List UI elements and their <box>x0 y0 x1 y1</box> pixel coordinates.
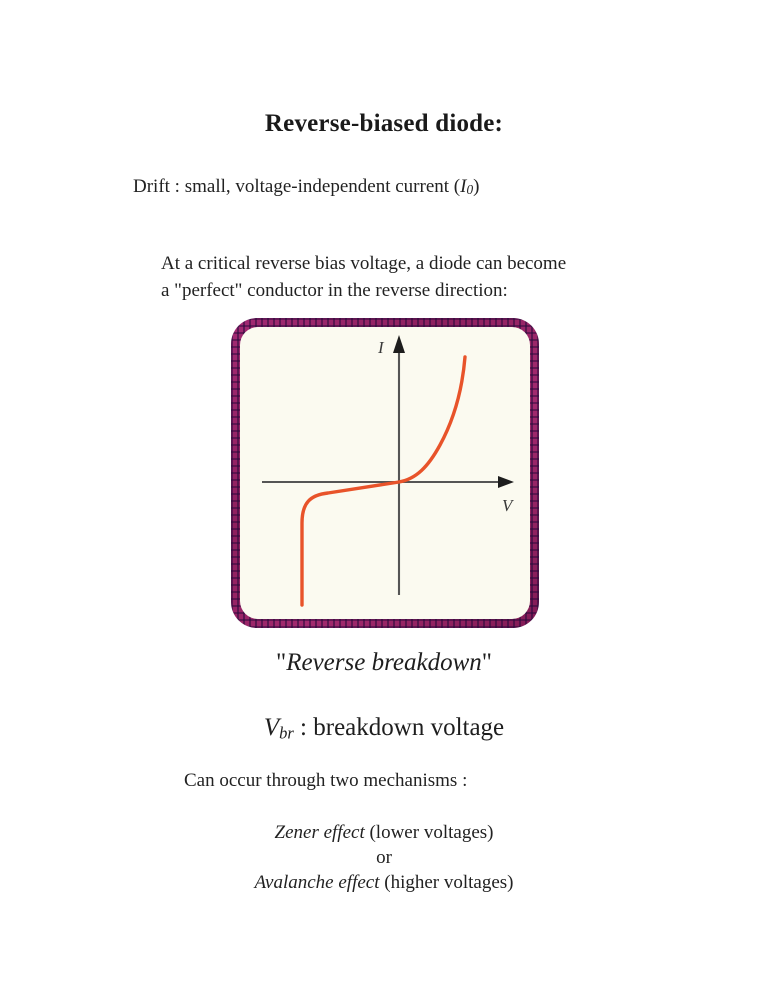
page-title: Reverse-biased diode: <box>264 110 504 137</box>
figure-caption: "Reverse breakdown" <box>0 649 768 677</box>
drift-prefix: Drift : small, voltage-independent curre… <box>133 176 461 197</box>
mechanisms-list: Zener effect (lower voltages) or Avalanc… <box>0 820 768 895</box>
mechanism-name-zener: Zener effect <box>274 822 365 843</box>
vbr-symbol: Vbr <box>263 714 294 743</box>
drift-symbol: I <box>460 176 467 197</box>
figure-canvas: I V <box>240 327 530 619</box>
caption-open-quote: " <box>276 649 287 676</box>
mechanism-note-avalanche: (higher voltages) <box>379 872 514 893</box>
diode-iv-figure: I V <box>231 318 539 628</box>
mechanism-conjunction: or <box>376 847 392 868</box>
i-axis-arrowhead <box>393 335 405 353</box>
v-axis-arrowhead <box>498 476 514 488</box>
mechanisms-intro: Can occur through two mechanisms : <box>184 770 468 791</box>
intro-line-1: At a critical reverse bias voltage, a di… <box>161 253 567 274</box>
vbr-definition: Vbr : breakdown voltage <box>0 714 768 743</box>
diode-iv-curve <box>300 355 467 607</box>
vbr-definition-text: : breakdown voltage <box>293 714 505 741</box>
vbr-symbol-letter: V <box>263 714 280 741</box>
iv-characteristic-plot: I V <box>262 335 515 607</box>
mechanism-name-avalanche: Avalanche effect <box>254 872 380 893</box>
figure-decorative-border: I V <box>231 318 539 628</box>
intro-paragraph: At a critical reverse bias voltage, a di… <box>161 250 681 304</box>
caption-text: Reverse breakdown <box>286 649 482 676</box>
intro-line-2: a "perfect" conductor in the reverse dir… <box>161 280 508 301</box>
caption-close-quote: " <box>481 649 492 676</box>
vbr-symbol-subscript: br <box>279 723 294 743</box>
drift-suffix: ) <box>473 176 480 197</box>
mechanism-item-avalanche: Avalanche effect (higher voltages) <box>0 870 768 895</box>
drift-symbol-subscript: 0 <box>466 181 474 197</box>
mechanism-note-zener: (lower voltages) <box>364 822 494 843</box>
i-axis-label: I <box>377 338 385 357</box>
drift-statement: Drift : small, voltage-independent curre… <box>133 176 479 198</box>
v-axis-label: V <box>502 496 515 515</box>
mechanism-item-zener: Zener effect (lower voltages) <box>0 820 768 845</box>
